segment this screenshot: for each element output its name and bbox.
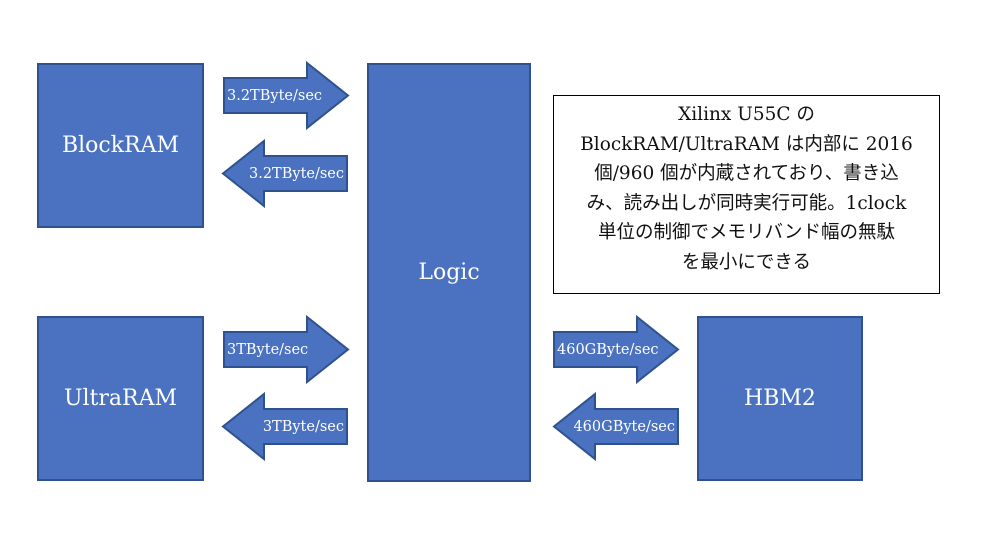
ultraram-label: UltraRAM xyxy=(63,386,178,411)
logic-to-blockram-arrow: 3.2TByte/sec xyxy=(221,138,348,209)
ultraram-block: UltraRAM xyxy=(37,316,204,481)
logic-to-hbm2-arrow: 460GByte/sec xyxy=(553,314,680,385)
logic-label: Logic xyxy=(418,260,480,285)
ultraram-to-logic-arrow: 3TByte/sec xyxy=(223,314,350,385)
note-line: を最小にできる xyxy=(681,251,812,273)
annotation-note: Xilinx U55C の BlockRAM/UltraRAM は内部に 201… xyxy=(553,95,940,294)
note-line: Xilinx U55C の xyxy=(678,104,815,125)
blockram-to-logic-bandwidth: 3.2TByte/sec xyxy=(227,87,323,104)
ultraram-to-logic-bandwidth: 3TByte/sec xyxy=(227,341,309,358)
right-arrow-icon xyxy=(223,314,350,385)
hbm2-block: HBM2 xyxy=(697,316,863,481)
hbm2-to-logic-arrow: 460GByte/sec xyxy=(552,391,679,462)
left-arrow-icon xyxy=(221,138,348,209)
logic-to-ultraram-arrow: 3TByte/sec xyxy=(221,391,348,462)
blockram-block: BlockRAM xyxy=(37,63,204,228)
hbm2-to-logic-bandwidth: 460GByte/sec xyxy=(573,418,675,435)
logic-to-blockram-bandwidth: 3.2TByte/sec xyxy=(248,165,344,182)
logic-to-hbm2-bandwidth: 460GByte/sec xyxy=(557,341,659,358)
note-line: BlockRAM/UltraRAM は内部に 2016 xyxy=(580,133,913,155)
right-arrow-icon xyxy=(553,314,680,385)
right-arrow-icon xyxy=(223,60,350,131)
blockram-label: BlockRAM xyxy=(61,133,180,158)
logic-to-ultraram-bandwidth: 3TByte/sec xyxy=(262,418,344,435)
note-line: 個/960 個が内蔵されており、書き込 xyxy=(594,163,899,184)
note-line: み、読み出しが同時実行可能。1clock xyxy=(586,192,907,214)
blockram-to-logic-arrow: 3.2TByte/sec xyxy=(223,60,350,131)
logic-block: Logic xyxy=(367,63,531,482)
hbm2-label: HBM2 xyxy=(744,386,816,411)
left-arrow-icon xyxy=(221,391,348,462)
note-line: 単位の制御でメモリバンド幅の無駄 xyxy=(598,222,895,243)
left-arrow-icon xyxy=(552,391,679,462)
